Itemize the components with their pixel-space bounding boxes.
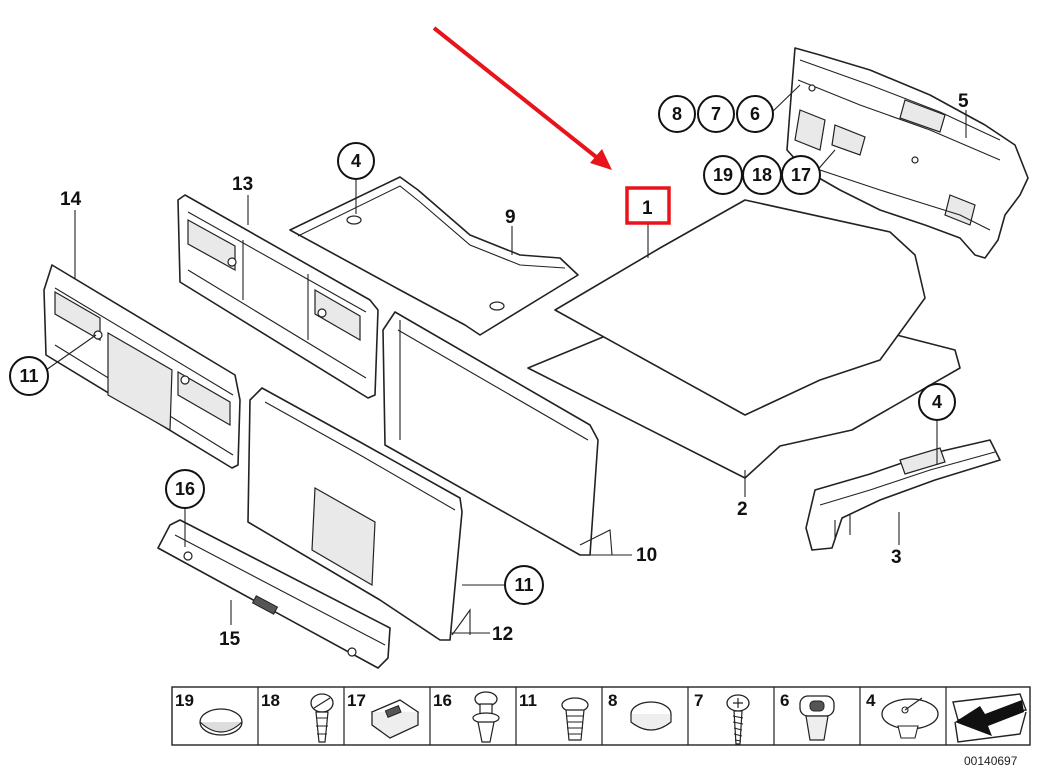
legend-label-7: 7: [694, 691, 703, 710]
svg-text:18: 18: [752, 165, 772, 185]
callout-11-left: 11: [9, 356, 49, 396]
legend-label-6: 6: [780, 691, 789, 710]
part-9-floor-cover: [289, 176, 579, 336]
part-14-side-panel: [43, 264, 241, 469]
svg-text:7: 7: [711, 104, 721, 124]
legend-label-16: 16: [433, 691, 452, 710]
svg-text:8: 8: [672, 104, 682, 124]
expansion-rivet-icon: [310, 693, 334, 743]
svg-text:17: 17: [791, 165, 811, 185]
callout-7: 7: [697, 95, 735, 133]
legend-label-8: 8: [608, 691, 617, 710]
label-14: 14: [60, 189, 82, 210]
part-5-rear-trim: [786, 47, 1029, 259]
label-10: 10: [636, 545, 657, 566]
svg-text:6: 6: [750, 104, 760, 124]
expanding-clip-icon: [561, 697, 589, 741]
part-12-front-panel: [247, 387, 471, 641]
arrow-ramp-icon: [952, 693, 1027, 743]
svg-text:11: 11: [19, 366, 38, 386]
legend-label-18: 18: [261, 691, 280, 710]
clip-nut-icon: [370, 699, 420, 739]
part-13-side-panel: [177, 194, 379, 399]
button-clip-icon: [881, 697, 939, 739]
fastener-legend: 19 18 17 16 11: [171, 686, 1031, 746]
svg-text:16: 16: [175, 479, 195, 499]
part-15-sill-trim: [157, 519, 391, 669]
callout-11-center: 11: [504, 565, 544, 605]
legend-label-4: 4: [866, 691, 876, 710]
grommet-icon: [799, 695, 835, 741]
part-1-floor-mat-upper: [554, 199, 926, 416]
svg-text:11: 11: [514, 575, 533, 595]
screw-icon: [726, 694, 750, 745]
label-1: 1: [642, 198, 653, 219]
label-12: 12: [492, 624, 513, 645]
label-13: 13: [232, 174, 253, 195]
callout-8: 8: [658, 95, 696, 133]
label-9: 9: [505, 207, 516, 228]
legend-label-17: 17: [347, 691, 366, 710]
svg-text:4: 4: [932, 392, 942, 412]
callout-16: 16: [165, 469, 205, 509]
part-3-side-rail: [805, 439, 1001, 551]
label-2: 2: [737, 499, 748, 520]
svg-text:4: 4: [351, 151, 361, 171]
callout-6: 6: [736, 95, 774, 133]
label-1-highlight: 1: [625, 186, 671, 225]
callout-17: 17: [781, 155, 821, 195]
callout-19: 19: [703, 155, 743, 195]
legend-label-11: 11: [519, 691, 537, 710]
label-15: 15: [219, 629, 241, 650]
plug-cap-icon: [199, 708, 243, 736]
legend-label-19: 19: [175, 691, 194, 710]
part-10-trunk-panel: [382, 311, 613, 556]
svg-text:19: 19: [713, 165, 733, 185]
callout-18: 18: [742, 155, 782, 195]
push-rivet-icon: [472, 691, 500, 743]
callout-4-top: 4: [337, 142, 375, 180]
callout-4-right: 4: [918, 383, 956, 421]
red-pointer-arrow: [432, 26, 612, 170]
catalog-number: 00140697: [964, 754, 1018, 768]
round-cap-icon: [630, 701, 672, 731]
label-3: 3: [891, 547, 902, 568]
label-5: 5: [958, 91, 969, 112]
